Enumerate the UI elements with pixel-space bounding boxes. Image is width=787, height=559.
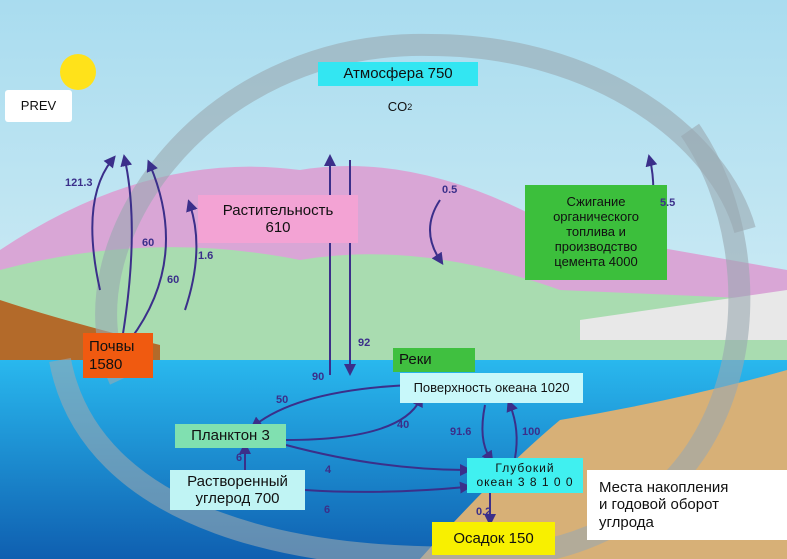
- atmosphere-box: Атмосфера 750: [318, 62, 478, 86]
- flow-value: 4: [325, 464, 332, 476]
- flow-value: 6: [236, 452, 243, 464]
- co2-text: CO: [387, 99, 408, 115]
- prev-button[interactable]: PREV: [5, 90, 72, 122]
- co2-subscript: 2: [407, 102, 413, 113]
- legend-line: и годовой оборот: [599, 496, 719, 514]
- fossil-line: топлива и: [566, 224, 626, 240]
- flow-value: 40: [397, 419, 410, 431]
- rivers-label: Реки: [399, 351, 432, 369]
- flow-value: 5.5: [660, 197, 676, 209]
- prev-label: PREV: [20, 97, 57, 113]
- flow-value: 91.6: [450, 426, 472, 438]
- vegetation-label: Растительность: [222, 201, 334, 219]
- vegetation-value: 610: [265, 219, 291, 236]
- fossil-line: органического: [553, 209, 639, 225]
- sediment-label: Осадок 150: [453, 529, 534, 547]
- flow-value: 60: [167, 274, 180, 286]
- legend-line: Места накопления: [599, 479, 729, 497]
- legend-line: углрода: [599, 513, 654, 531]
- soils-value: 1580: [89, 355, 123, 373]
- flow-value: 6: [324, 504, 331, 516]
- deep-ocean-value: океан 3 8 1 0 0: [476, 474, 574, 489]
- flow-value: 50: [276, 394, 289, 406]
- flow-value: 90: [312, 371, 325, 383]
- flow-value: 60: [142, 237, 155, 249]
- fossil-line: Сжигание: [566, 194, 626, 210]
- dissolved-label: Растворенный: [187, 472, 288, 490]
- deep-ocean-label: Глубокий: [495, 460, 555, 475]
- flow-value: 0.5: [442, 184, 458, 196]
- plankton-label: Планктон 3: [191, 427, 270, 445]
- rivers-box: Реки: [393, 348, 475, 372]
- flow-value: 100: [522, 426, 541, 438]
- ocean-surface-label: Поверхность океана 1020: [413, 379, 570, 395]
- flow-value: 92: [358, 337, 371, 349]
- dissolved-value: углерод 700: [195, 490, 280, 507]
- fossil-line: цемента 4000: [554, 253, 638, 269]
- atmosphere-label: Атмосфера 750: [343, 65, 453, 83]
- sun-icon: [60, 54, 96, 90]
- ocean-surface-box: Поверхность океана 1020: [400, 373, 583, 403]
- fossil-line: производство: [554, 238, 638, 254]
- plankton-box: Планктон 3: [175, 424, 286, 448]
- sediment-box: Осадок 150: [432, 522, 555, 555]
- flow-value: 0.2: [476, 506, 492, 518]
- flow-value: 1.6: [198, 250, 214, 262]
- flow-value: 121.3: [65, 177, 93, 189]
- soils-label: Почвы: [89, 338, 135, 356]
